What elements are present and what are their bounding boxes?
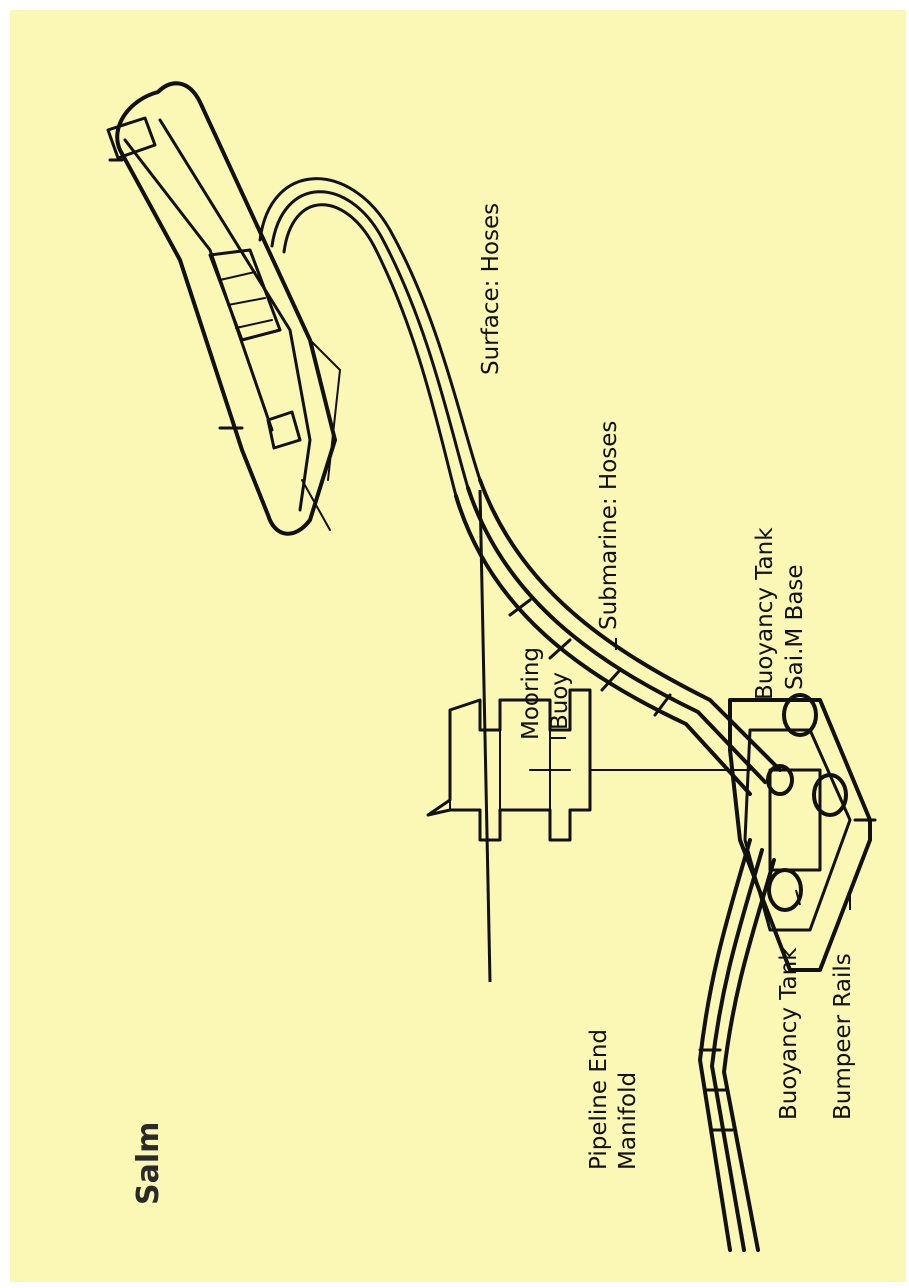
label-buoyancy-tank-top: Buoyancy Tank — [752, 527, 778, 700]
salm-diagram: Salm Surface: Hoses Submarine: Hoses Moo… — [10, 10, 906, 1282]
label-submarine-hoses: Submarine: Hoses — [596, 421, 622, 630]
label-mooring-buoy-line2: Buoy — [547, 672, 573, 730]
slide-page: Salm Surface: Hoses Submarine: Hoses Moo… — [10, 10, 906, 1282]
label-bumper-rails: Bumpeer Rails — [830, 953, 856, 1120]
label-buoyancy-tank-bottom: Buoyancy Tank — [776, 947, 802, 1120]
label-salm-base: Sai.M Base — [782, 564, 808, 690]
diagram-title: Salm — [131, 1122, 166, 1205]
label-plem-line1: Pipeline End — [586, 1029, 612, 1170]
label-mooring-buoy-line1: Mooring — [518, 647, 544, 740]
label-surface-hoses: Surface: Hoses — [478, 203, 504, 375]
label-plem-line2: Manifold — [615, 1072, 641, 1170]
